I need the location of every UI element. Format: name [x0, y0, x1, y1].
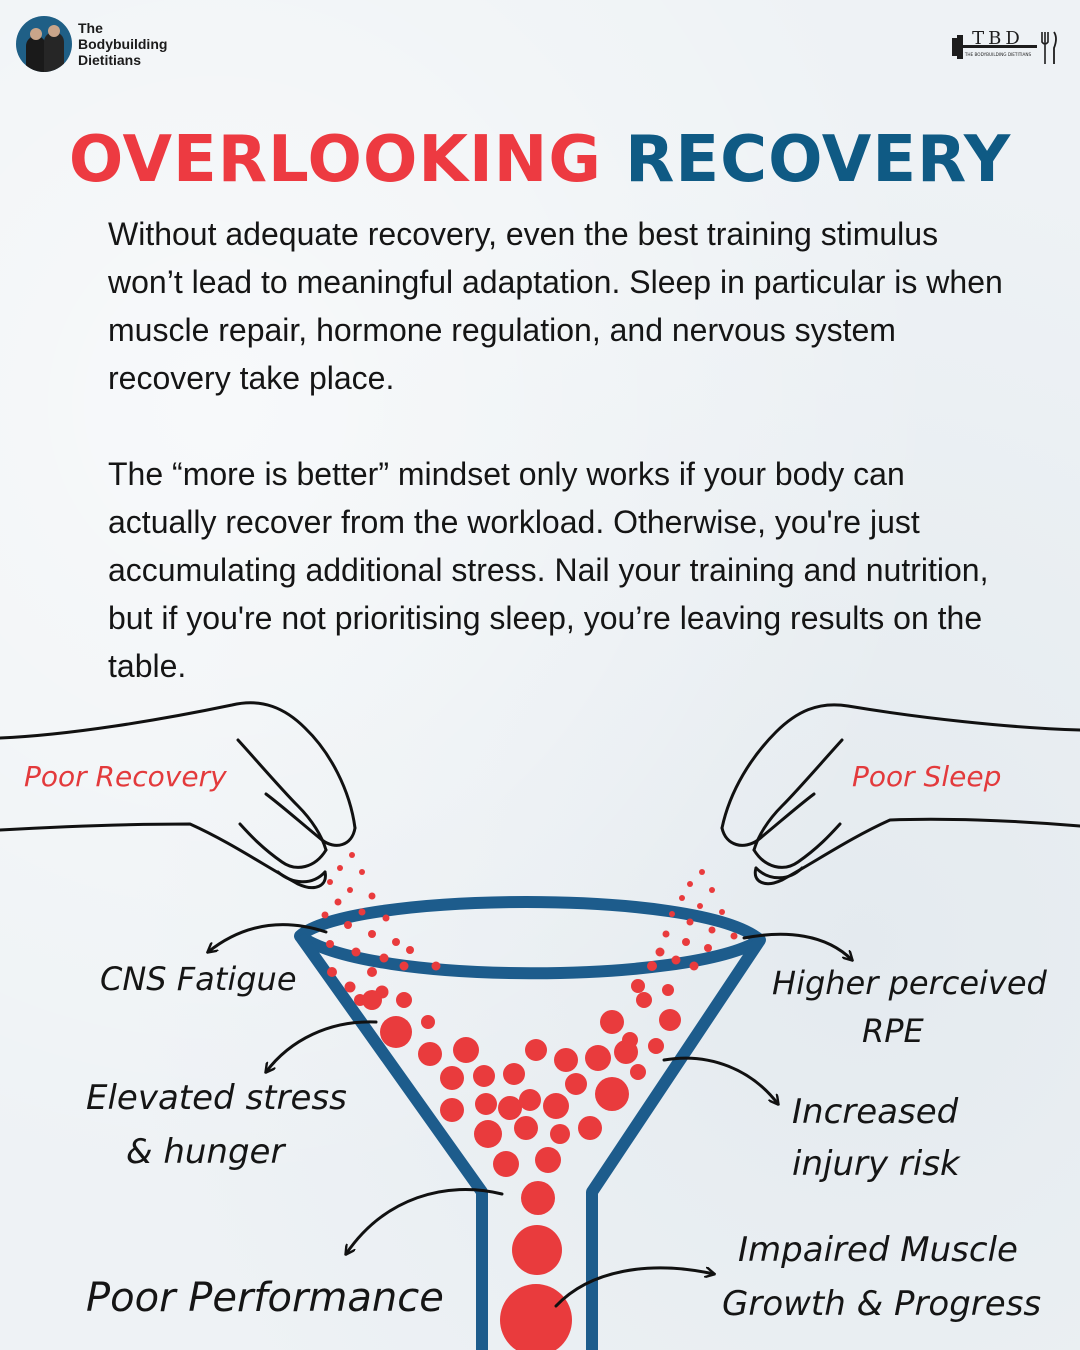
label-higher-rpe-2: RPE: [862, 1012, 924, 1050]
label-poor-sleep: Poor Sleep: [852, 760, 1002, 793]
paragraph-2: The “more is better” mindset only works …: [108, 456, 989, 684]
title-recovery: RECOVERY: [625, 123, 1012, 197]
brand-name: The Bodybuilding Dietitians: [78, 20, 168, 68]
title-overlooking: OVERLOOKING: [68, 123, 602, 197]
falling-particles: [321, 852, 738, 1350]
label-cns-fatigue: CNS Fatigue: [100, 960, 297, 998]
funnel-diagram: [0, 701, 1080, 1350]
avatar: [16, 16, 72, 72]
page-title: OVERLOOKING RECOVERY: [0, 122, 1080, 198]
right-hand-icon: [720, 703, 1080, 885]
label-elevated-stress-1: Elevated stress: [86, 1078, 347, 1118]
arrow-impaired-growth: [554, 1266, 714, 1308]
logo-letters: TBD: [972, 28, 1024, 49]
logo-tagline: THE BODYBUILDING DIETITIANS: [964, 52, 1032, 57]
label-impaired-growth-2: Growth & Progress: [722, 1284, 1042, 1324]
arrow-cns-fatigue: [208, 923, 328, 952]
arrow-elevated-stress: [266, 1020, 378, 1072]
paragraph-1: Without adequate recovery, even the best…: [108, 216, 1003, 396]
arrow-higher-rpe: [742, 932, 852, 960]
label-poor-recovery: Poor Recovery: [24, 760, 227, 793]
arrow-poor-performance: [346, 1187, 504, 1254]
arrow-injury-risk: [662, 1056, 778, 1104]
label-poor-performance: Poor Performance: [86, 1275, 444, 1321]
brand-header: The Bodybuilding Dietitians: [16, 16, 167, 72]
label-impaired-growth-1: Impaired Muscle: [738, 1230, 1018, 1270]
label-higher-rpe-1: Higher perceived: [772, 964, 1047, 1002]
label-injury-risk-2: injury risk: [792, 1144, 960, 1184]
label-elevated-stress-2: & hunger: [126, 1132, 285, 1172]
outcome-arrows: [208, 923, 852, 1308]
tbd-logo: TBD THE BODYBUILDING DIETITIANS: [952, 28, 1057, 64]
left-hand-icon: [0, 701, 357, 889]
label-injury-risk-1: Increased: [792, 1092, 959, 1132]
